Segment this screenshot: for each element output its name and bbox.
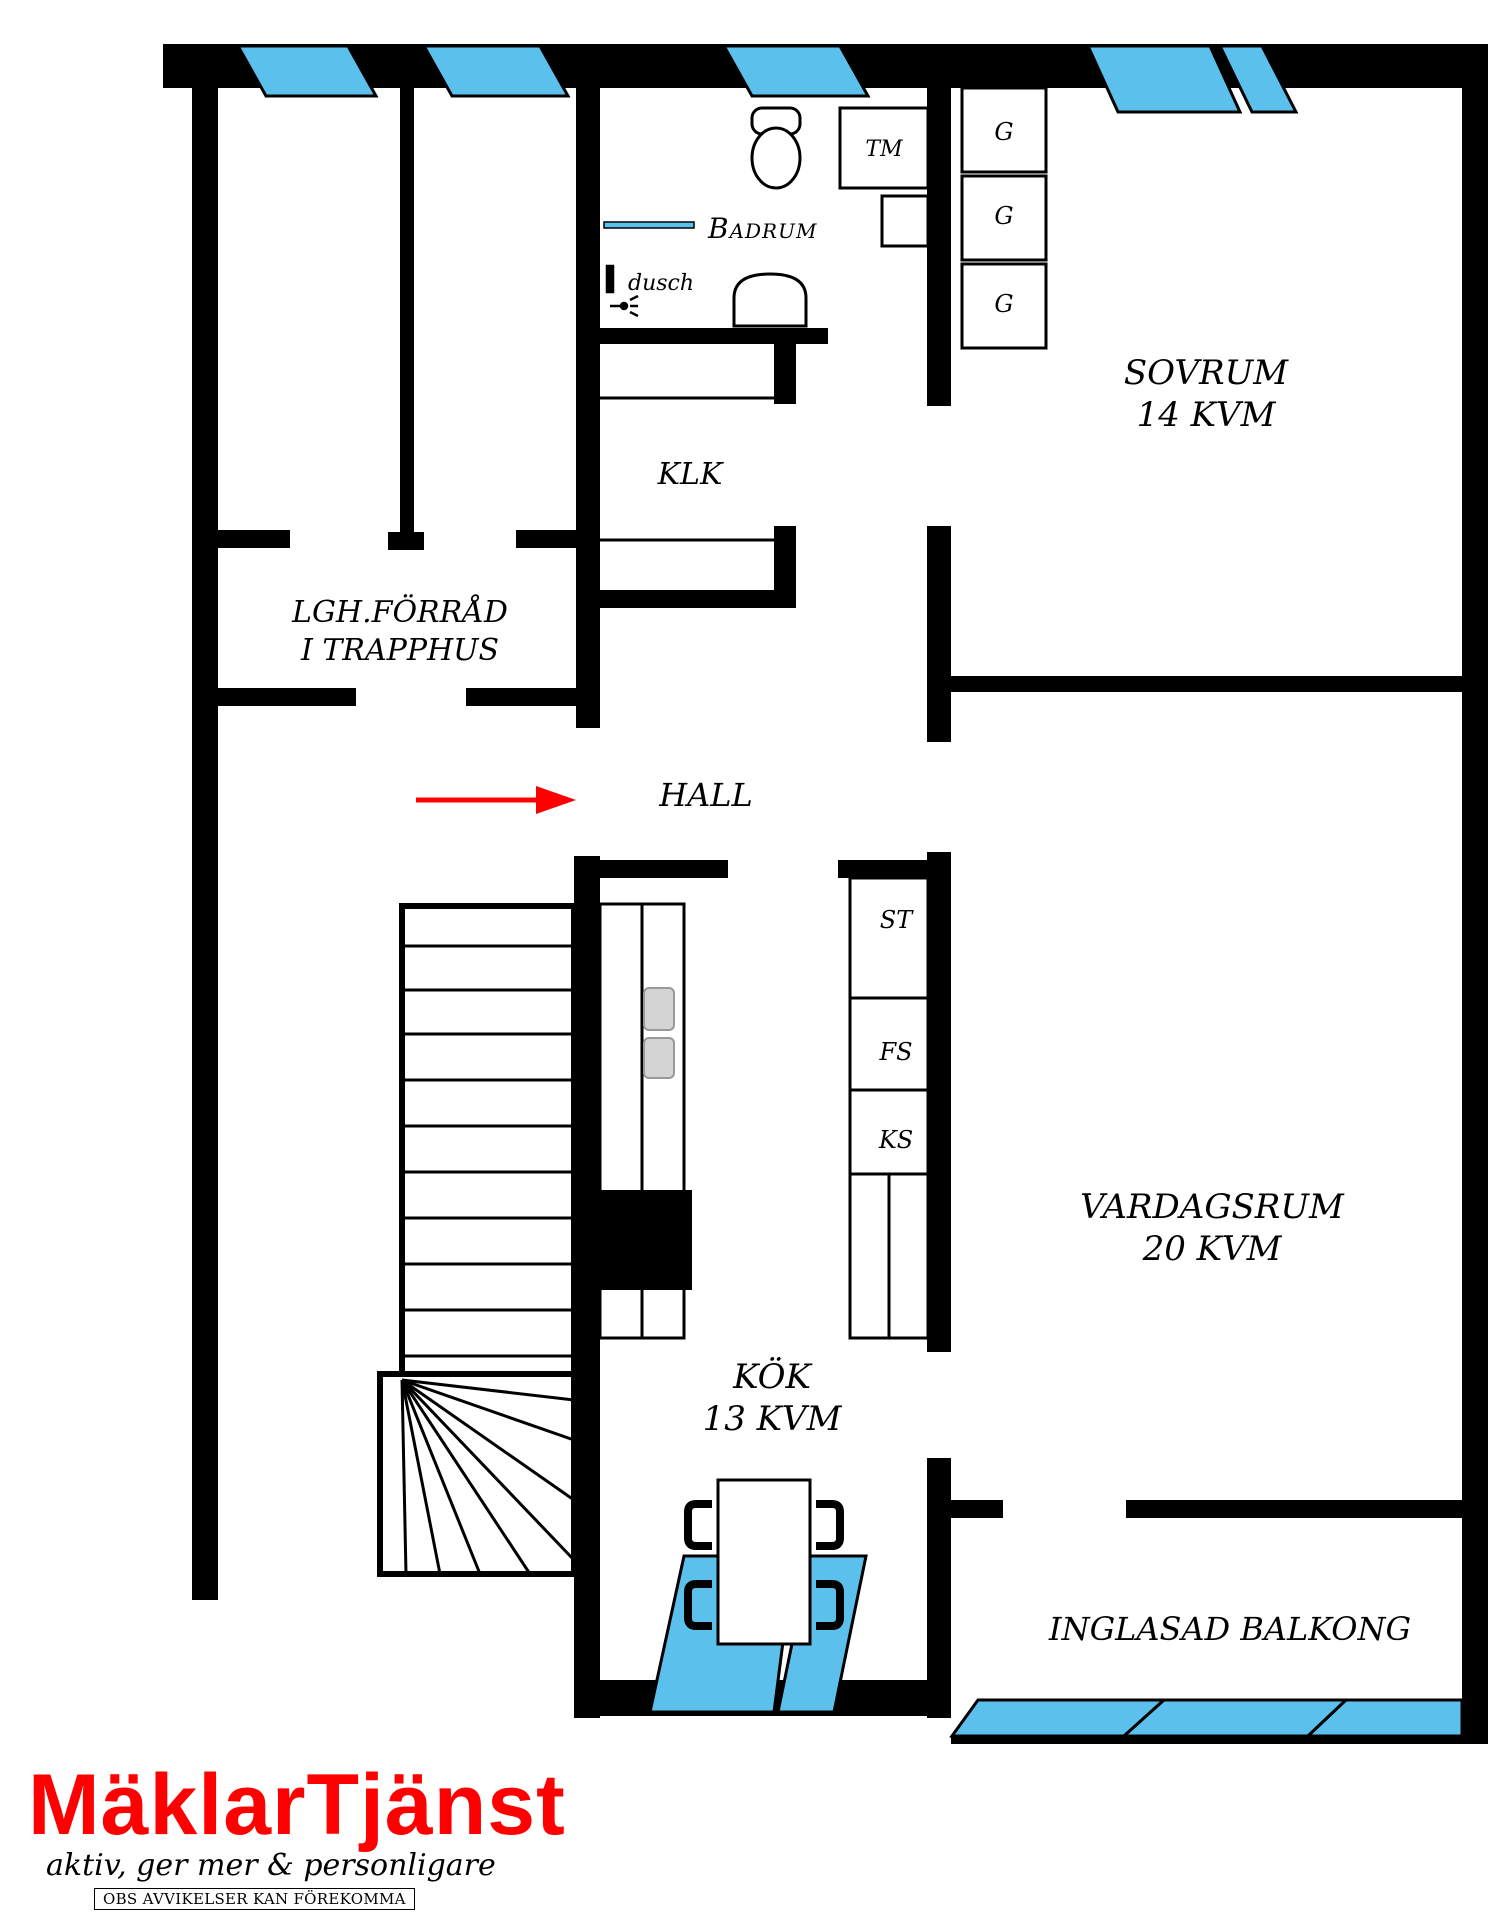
kitchen-counter-left (598, 902, 692, 1340)
room-label-forrad-1: LGH.FÖRRÅD (291, 594, 508, 630)
walls (163, 44, 1488, 1744)
wall-central-upper (927, 88, 951, 406)
brand-block: MäklarTjänst aktiv, ger mer & personliga… (28, 1762, 588, 1910)
wall-sovrum-bottom (951, 676, 1462, 692)
wall-storage-top-b (516, 530, 576, 548)
wall-storage-stub (388, 532, 424, 550)
dryer-box (880, 194, 930, 248)
toilet-bowl-icon (750, 126, 802, 190)
table-top (716, 1478, 812, 1646)
room-label-vardagsrum: VARDAGSRUM (1080, 1187, 1345, 1227)
cabinet-st (848, 876, 930, 1000)
fixture-label-tm: TM (865, 137, 903, 162)
wall-storage-divider (400, 88, 414, 538)
wall-bath-bottom (600, 328, 828, 344)
window-balcony-3 (1304, 1698, 1464, 1738)
wall-klk-post (774, 526, 796, 606)
room-label-badrum: Badrum (707, 212, 817, 245)
wall-left (192, 88, 218, 1600)
room-label-sovrum: SOVRUM (1124, 353, 1289, 393)
wall-kitchen-right (927, 852, 951, 1352)
shower-icon (605, 264, 639, 318)
room-area-vardagsrum: 20 KVM (1142, 1229, 1283, 1269)
room-label-klk: KLK (657, 457, 724, 492)
wall-storage-bot-b (466, 688, 576, 706)
room-label-hall: HALL (658, 776, 753, 814)
wall-central-mid (927, 526, 951, 742)
chair-icon (684, 1500, 712, 1550)
cabinet-label-fs: FS (878, 1038, 912, 1066)
wardrobe-label-1: G (994, 118, 1013, 146)
room-area-kok: 13 KVM (703, 1399, 843, 1439)
brand-tagline: aktiv, ger mer & personligare (46, 1848, 496, 1883)
entry-arrow-icon (416, 786, 576, 814)
cabinet-label-ks: KS (878, 1126, 913, 1154)
chair-icon (684, 1580, 712, 1630)
room-label-kok: KÖK (732, 1356, 813, 1397)
window-storage-1 (235, 44, 379, 98)
bathroom-fixtures (603, 106, 930, 328)
wall-bath-post (774, 340, 796, 404)
klk-shelves (600, 396, 774, 542)
room-label-forrad-2: I TRAPPHUS (300, 633, 499, 668)
cabinet-fs (848, 996, 930, 1092)
wardrobe-3 (960, 262, 1048, 350)
wall-kitchen-top-right (838, 860, 932, 878)
wall-balcony-top-a (951, 1500, 1003, 1518)
wardrobes (960, 86, 1048, 350)
fixture-label-dusch: dusch (628, 271, 694, 296)
sink-basin-1 (643, 987, 675, 1031)
window-storage-2 (421, 44, 571, 98)
wardrobe-label-3: G (994, 290, 1013, 318)
kitchen-counter-right (848, 876, 930, 1340)
room-area-sovrum: 14 KVM (1137, 395, 1277, 435)
washer-box (838, 106, 930, 190)
wall-kitchen-right-lower (927, 1458, 951, 1718)
wall-balcony-bottom (951, 1736, 1488, 1744)
window-bath (721, 44, 871, 98)
sink-icon (732, 272, 808, 328)
window-sovrum-1 (1085, 44, 1243, 114)
cabinet-label-st: ST (880, 906, 914, 934)
sink-basin-2 (643, 1037, 675, 1079)
chair-icon (816, 1580, 844, 1630)
dining-table (684, 1478, 844, 1646)
staircase (377, 903, 577, 1577)
wall-column-left (576, 88, 600, 728)
disclaimer-box: OBS AVVIKELSER KAN FÖREKOMMA (94, 1888, 415, 1910)
shower-rail (603, 221, 695, 229)
wall-right (1462, 44, 1488, 1744)
window-sovrum-2 (1217, 44, 1299, 114)
wardrobe-2 (960, 174, 1048, 262)
wall-balcony-top-b (1126, 1500, 1462, 1518)
wall-storage-top-a (218, 530, 290, 548)
wall-klk-bottom (600, 590, 796, 608)
brand-logo: MäklarTjänst (28, 1757, 566, 1853)
wardrobe-label-2: G (994, 202, 1013, 230)
wardrobe-1 (960, 86, 1048, 174)
room-label-balkong: INGLASAD BALKONG (1048, 1610, 1411, 1648)
wall-kitchen-top-left (600, 860, 728, 878)
chair-icon (816, 1500, 844, 1550)
wall-kitchen-left (574, 856, 600, 1718)
stove-block (600, 1190, 692, 1290)
wall-storage-bot-a (218, 688, 356, 706)
